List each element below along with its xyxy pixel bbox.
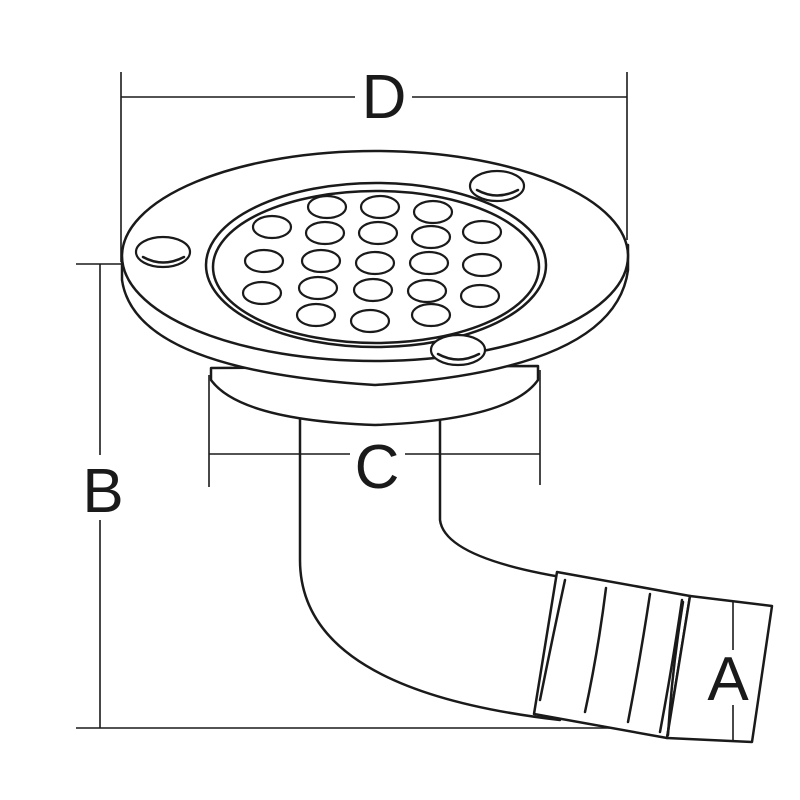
grate-hole	[352, 277, 394, 303]
dimension-d-label: D	[362, 63, 407, 132]
screw-holes	[134, 169, 526, 367]
grate-hole	[357, 220, 399, 246]
grate-hole	[300, 248, 342, 274]
grate-hole	[406, 278, 448, 304]
grate-hole	[354, 250, 396, 276]
elbow-hose-tail	[298, 398, 774, 744]
grate-hole	[297, 275, 339, 301]
dimension-b-label: B	[82, 457, 123, 526]
grate-hole	[412, 199, 454, 225]
grate-hole	[304, 220, 346, 246]
screw-hole-left	[134, 235, 192, 269]
grate-hole	[410, 302, 452, 328]
grate-hole	[459, 283, 501, 309]
dimension-d: D	[120, 63, 628, 262]
grate-holes	[241, 194, 503, 334]
grate-hole	[243, 248, 285, 274]
grate-hole	[349, 308, 391, 334]
dimension-c: C	[208, 370, 541, 502]
dimension-b: B	[76, 263, 630, 729]
grate-hole	[461, 219, 503, 245]
screw-hole-top-right	[468, 169, 526, 203]
screw-hole-bottom	[429, 333, 487, 367]
dimension-c-label: C	[355, 433, 400, 502]
drain-body	[209, 364, 540, 427]
grate-hole	[461, 252, 503, 278]
grate-hole	[251, 214, 293, 240]
dimension-a-label: A	[707, 645, 749, 714]
dimension-a: A	[707, 602, 749, 742]
grate-hole	[295, 302, 337, 328]
grate-hole	[410, 224, 452, 250]
grate-hole	[306, 194, 348, 220]
grate-hole	[408, 250, 450, 276]
grate-hole	[359, 194, 401, 220]
grate-hole	[241, 280, 283, 306]
